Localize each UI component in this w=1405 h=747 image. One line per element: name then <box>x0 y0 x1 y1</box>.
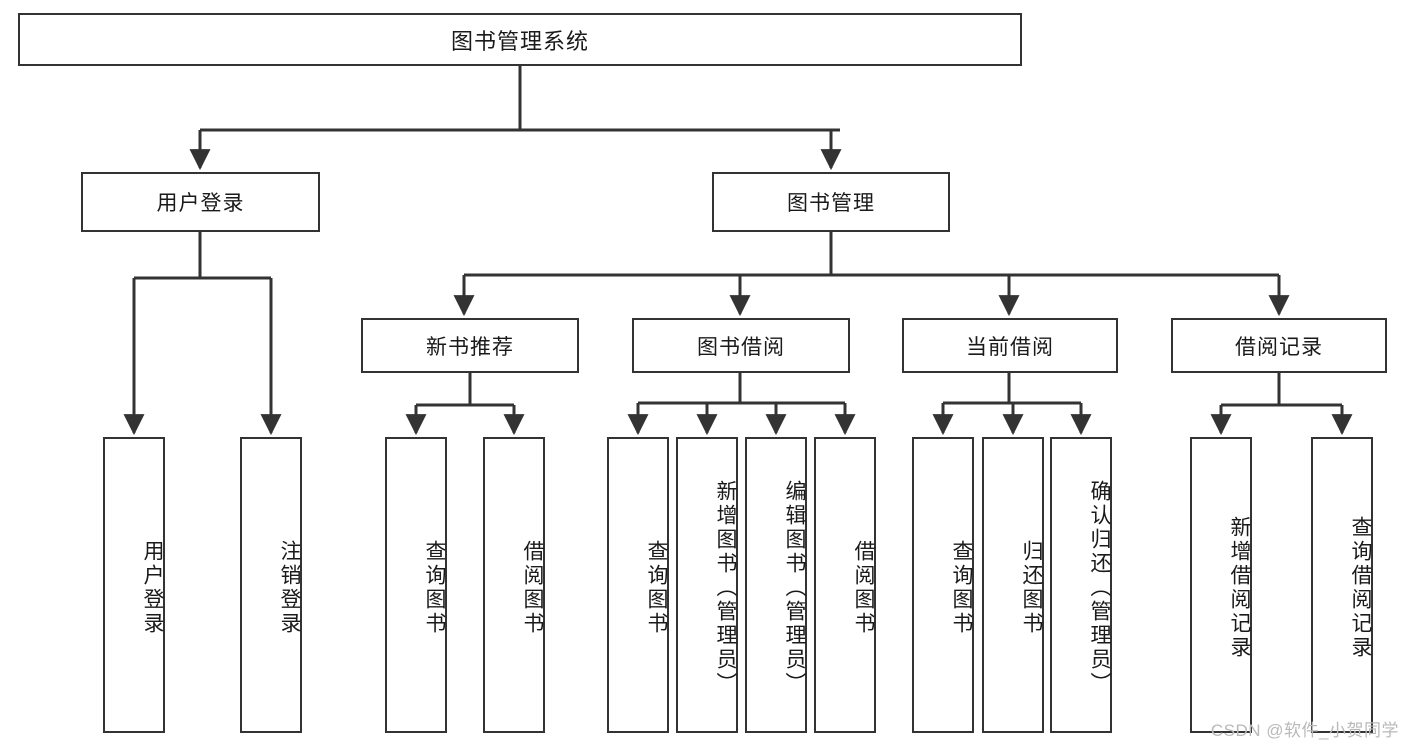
node-user-login-label: 用户登录 <box>156 192 245 215</box>
node-leaf-add-book-admin-label: 新增图书（管理员） <box>714 480 737 696</box>
node-leaf-edit-book-admin-label: 编辑图书（管理员） <box>783 480 806 696</box>
node-leaf-return-book-label: 归还图书 <box>1020 540 1043 636</box>
node-leaf-query-book-2-label: 查询图书 <box>645 540 668 636</box>
node-leaf-confirm-return-admin-label: 确认归还（管理员） <box>1088 480 1111 696</box>
node-leaf-edit-book-admin[interactable]: 编辑图书（管理员） <box>745 437 807 733</box>
node-leaf-add-borrow-record[interactable]: 新增借阅记录 <box>1190 437 1252 733</box>
node-leaf-query-book-2[interactable]: 查询图书 <box>607 437 669 733</box>
node-leaf-query-book-1[interactable]: 查询图书 <box>385 437 447 733</box>
node-new-book-recommend-label: 新书推荐 <box>426 335 514 359</box>
node-current-borrow-label: 当前借阅 <box>966 335 1054 359</box>
node-user-login[interactable]: 用户登录 <box>81 172 320 232</box>
node-borrow-record-label: 借阅记录 <box>1235 335 1323 359</box>
node-borrow-record[interactable]: 借阅记录 <box>1171 318 1387 373</box>
node-leaf-borrow-book-2-label: 借阅图书 <box>852 540 875 636</box>
watermark: CSDN @软件_小贺同学 <box>1210 721 1399 740</box>
node-leaf-add-borrow-record-label: 新增借阅记录 <box>1228 516 1251 660</box>
node-leaf-query-book-3[interactable]: 查询图书 <box>912 437 974 733</box>
node-leaf-user-login[interactable]: 用户登录 <box>103 437 165 733</box>
node-leaf-user-login-label: 用户登录 <box>141 540 164 636</box>
node-book-manage[interactable]: 图书管理 <box>712 172 950 232</box>
node-leaf-borrow-book-1[interactable]: 借阅图书 <box>483 437 545 733</box>
node-leaf-query-borrow-record[interactable]: 查询借阅记录 <box>1311 437 1373 733</box>
node-root-label: 图书管理系统 <box>450 28 589 54</box>
node-leaf-borrow-book-1-label: 借阅图书 <box>521 540 544 636</box>
node-book-borrow[interactable]: 图书借阅 <box>632 318 850 373</box>
node-leaf-confirm-return-admin[interactable]: 确认归还（管理员） <box>1050 437 1112 733</box>
node-leaf-logout-login-label: 注销登录 <box>278 540 301 636</box>
node-leaf-query-borrow-record-label: 查询借阅记录 <box>1349 516 1372 660</box>
node-root[interactable]: 图书管理系统 <box>18 13 1022 66</box>
node-leaf-query-book-3-label: 查询图书 <box>950 540 973 636</box>
node-leaf-query-book-1-label: 查询图书 <box>423 540 446 636</box>
node-leaf-logout-login[interactable]: 注销登录 <box>240 437 302 733</box>
node-current-borrow[interactable]: 当前借阅 <box>902 318 1118 373</box>
node-leaf-add-book-admin[interactable]: 新增图书（管理员） <box>676 437 738 733</box>
node-leaf-borrow-book-2[interactable]: 借阅图书 <box>814 437 876 733</box>
node-book-borrow-label: 图书借阅 <box>697 335 785 359</box>
node-book-manage-label: 图书管理 <box>787 192 875 215</box>
node-leaf-return-book[interactable]: 归还图书 <box>982 437 1044 733</box>
node-new-book-recommend[interactable]: 新书推荐 <box>361 318 579 373</box>
